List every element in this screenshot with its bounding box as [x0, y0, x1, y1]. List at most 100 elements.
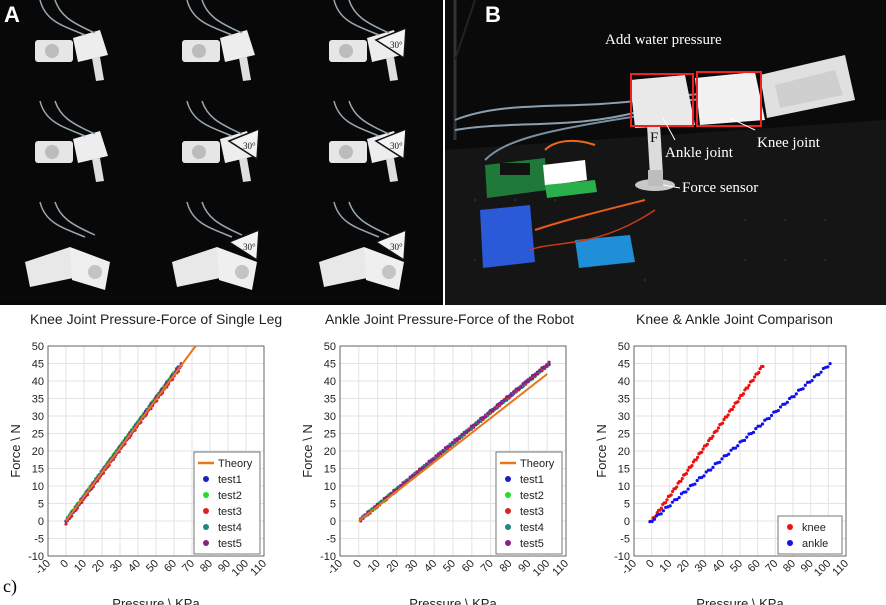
data-point: [718, 460, 722, 464]
data-point: [733, 446, 738, 450]
y-tick-label: -5: [34, 534, 44, 546]
legend-swatch: [203, 540, 209, 546]
legend-swatch: [203, 508, 209, 514]
y-tick-label: 25: [618, 429, 630, 441]
y-tick-label: 5: [330, 499, 336, 511]
chart-2-title: Ankle Joint Pressure-Force of the Robot: [325, 311, 575, 327]
data-point: [444, 448, 448, 452]
data-point: [812, 375, 816, 379]
data-point: [745, 435, 749, 439]
x-tick-label: 0: [58, 558, 71, 571]
panel-b-letter: B: [485, 2, 501, 27]
data-point: [661, 509, 666, 513]
x-tick-label: 90: [516, 558, 533, 575]
x-axis-label: Pressure \ KPa: [409, 596, 497, 605]
data-point: [521, 381, 525, 386]
chart-3-title: Knee & Ankle Joint Comparison: [636, 311, 833, 327]
data-point: [460, 432, 464, 437]
y-axis-label: Force \ N: [300, 424, 315, 477]
data-point: [495, 403, 499, 407]
data-point: [721, 421, 725, 425]
angle-indicator: [374, 26, 407, 60]
legend-label: test3: [218, 506, 242, 518]
legend-label: test5: [520, 538, 544, 550]
y-tick-label: 5: [624, 499, 630, 511]
data-point: [792, 394, 796, 399]
panel-b-photo: B Add water pressure F Ankle joint Knee …: [445, 0, 886, 305]
y-tick-label: -5: [620, 534, 630, 546]
data-point: [425, 462, 429, 466]
y-tick-label: 35: [618, 394, 630, 406]
data-point: [732, 405, 736, 409]
angle-label: 30°: [243, 242, 256, 252]
y-tick-label: 45: [618, 359, 630, 371]
data-point: [670, 500, 675, 504]
control-module: [575, 235, 635, 268]
data-point: [787, 396, 792, 401]
data-point: [746, 386, 750, 390]
x-tick-label: 20: [384, 558, 401, 575]
ankle-joint-body: [630, 75, 695, 128]
joint-photo-tile: [0, 100, 147, 202]
x-tick-label: 30: [108, 558, 125, 575]
data-point: [730, 407, 734, 412]
legend-swatch: [203, 492, 209, 498]
y-tick-label: -10: [28, 551, 44, 563]
data-point: [783, 402, 787, 406]
data-point: [675, 485, 679, 489]
data-point: [469, 424, 473, 428]
series-ankle: [648, 362, 832, 524]
data-point: [493, 407, 497, 411]
x-tick-label: 50: [441, 558, 458, 575]
data-point: [727, 452, 731, 456]
data-point: [711, 434, 715, 438]
y-tick-label: 0: [38, 516, 44, 528]
data-point: [828, 362, 832, 366]
legend-label: test5: [218, 538, 242, 550]
data-point: [528, 377, 532, 381]
angle-label: 30°: [390, 40, 403, 50]
data-point: [455, 437, 459, 442]
theory-line: [65, 345, 197, 522]
data-point: [747, 383, 751, 388]
data-point: [434, 454, 438, 458]
y-tick-label: 0: [624, 516, 630, 528]
data-point: [810, 378, 814, 383]
data-point: [819, 370, 823, 374]
data-point: [441, 449, 445, 453]
y-tick-label: 30: [32, 411, 44, 423]
joint-photo-tile: [0, 201, 147, 303]
data-point: [457, 436, 462, 440]
data-point: [736, 444, 740, 448]
legend-box: [777, 515, 843, 555]
angle-indicator: [374, 127, 407, 161]
data-point: [514, 387, 518, 391]
data-point: [429, 459, 433, 463]
data-point: [686, 468, 690, 472]
x-tick-label: 30: [693, 558, 710, 575]
joint-photo-tile: 30°: [147, 201, 294, 303]
data-point: [436, 452, 441, 456]
shank: [647, 124, 663, 176]
data-point: [474, 423, 478, 427]
x-tick-label: 60: [162, 558, 179, 575]
x-tick-label: 10: [72, 558, 89, 575]
data-point: [488, 409, 492, 413]
panel-a-illustration: 30°30°30°30°30°: [0, 0, 441, 303]
data-point: [736, 400, 740, 404]
x-tick-label: 110: [550, 558, 571, 579]
y-tick-label: 40: [32, 376, 44, 388]
y-tick-label: 20: [324, 446, 336, 458]
data-point: [410, 473, 415, 478]
x-tick-label: 110: [830, 558, 851, 579]
y-tick-label: -10: [320, 551, 336, 563]
data-point: [808, 380, 812, 384]
y-tick-label: 30: [618, 411, 630, 423]
data-point: [540, 366, 544, 370]
joint-photo-tile: [0, 0, 147, 101]
x-tick-label: 60: [460, 558, 477, 575]
legend-box: [193, 451, 261, 555]
x-tick-label: 70: [180, 558, 197, 575]
